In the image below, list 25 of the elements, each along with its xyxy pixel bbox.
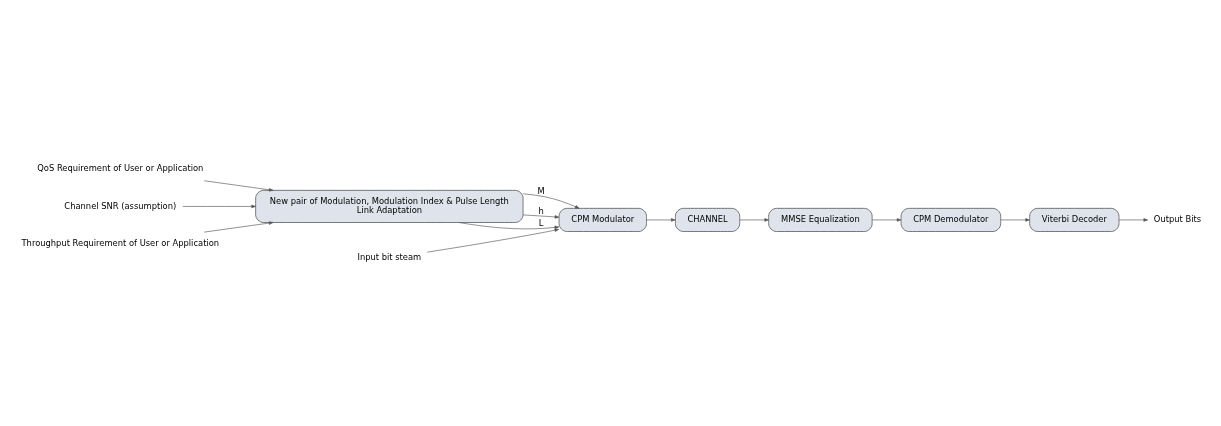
edge-label: L: [538, 217, 544, 228]
arrow: [522, 192, 580, 209]
edge-label: h: [538, 205, 544, 216]
node-text: Output Bits: [1153, 213, 1202, 224]
node-box: CPM Demodulator: [900, 207, 1002, 232]
node-box: CHANNEL: [675, 207, 741, 232]
arrow: [646, 217, 676, 222]
arrow: [739, 217, 769, 222]
node-text: Channel SNR (assumption): [64, 200, 177, 211]
arrow: [182, 204, 256, 208]
arrow: [427, 228, 560, 252]
node-text: Input bit steam: [357, 251, 422, 262]
edge-label: M: [537, 185, 545, 196]
node-box: CPM Modulator: [558, 207, 647, 232]
arrow: [458, 221, 560, 229]
node-text: Throughput Requirement of User or Application: [21, 237, 220, 248]
arrow: [1000, 217, 1030, 222]
arrow: [203, 220, 274, 232]
node-box: Viterbi Decoder: [1029, 207, 1120, 232]
arrow: [203, 179, 274, 191]
arrow: [871, 217, 902, 222]
node-text: QoS Requirement of User or Application: [37, 162, 204, 173]
arrow: [1118, 217, 1148, 222]
arrow: [522, 214, 560, 219]
node-box: MMSE Equalization: [768, 207, 873, 232]
